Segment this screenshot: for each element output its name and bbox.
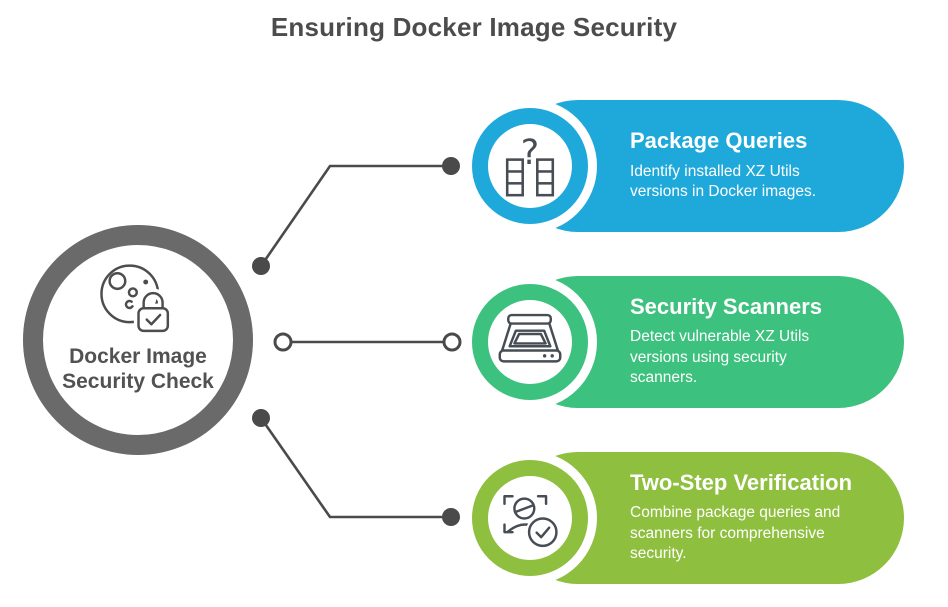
badge-package-queries: ? xyxy=(472,108,588,224)
card-title: Security Scanners xyxy=(630,294,822,320)
page-title: Ensuring Docker Image Security xyxy=(270,12,678,42)
connector-top xyxy=(259,164,451,267)
hub-label-line2: Security Check xyxy=(62,369,214,393)
docker-scan-lock-icon xyxy=(100,264,173,334)
scanner-icon xyxy=(498,313,562,363)
card-description: Detect vulnerable XZ Utils versions usin… xyxy=(630,328,810,387)
card-two-step-verification: Two-Step Verification Combine package qu… xyxy=(512,452,904,584)
connector-open-dots xyxy=(273,332,462,352)
badge-two-step-verification xyxy=(472,460,588,576)
card-description: Identify installed XZ Utils versions in … xyxy=(630,162,817,201)
badge-security-scanners xyxy=(472,284,588,400)
card-title: Package Queries xyxy=(630,128,808,154)
svg-text:?: ? xyxy=(521,133,539,173)
hub-label-line1: Docker Image xyxy=(69,345,207,368)
card-title: Two-Step Verification xyxy=(630,470,853,496)
hub-label: Docker Image Security Check xyxy=(62,345,214,395)
card-description: Combine package queries and scanners for… xyxy=(630,504,841,563)
connector-filled-dots xyxy=(252,157,460,526)
connector-bottom xyxy=(259,417,451,519)
package-question-icon: ? xyxy=(505,133,555,197)
hub-docker-image-security-check: Docker Image Security Check xyxy=(23,225,253,455)
person-verify-check-icon xyxy=(503,495,560,550)
